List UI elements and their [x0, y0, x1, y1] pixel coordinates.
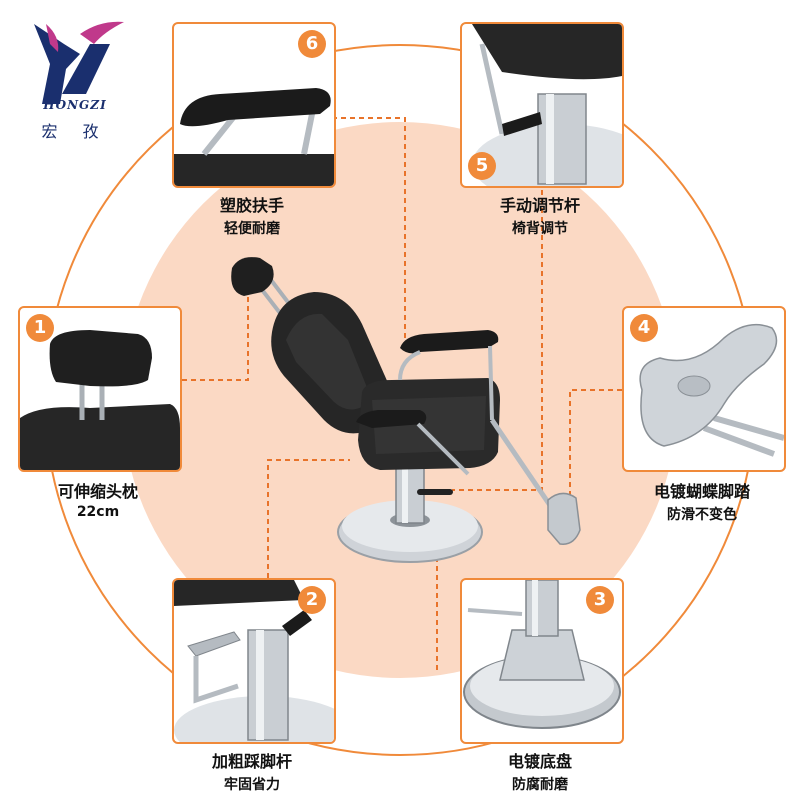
- feature-card-armrest: 6: [172, 22, 336, 188]
- feature-number-badge: 4: [630, 314, 658, 342]
- feature-title: 可伸缩头枕: [57, 482, 138, 501]
- feature-caption-armrest: 塑胶扶手 轻便耐磨: [172, 192, 332, 238]
- headrest-icon: [20, 330, 180, 470]
- brand-logo: [20, 14, 130, 144]
- armrest-icon: [174, 88, 334, 186]
- feature-caption-backrest-lever: 手动调节杆 椅背调节: [460, 192, 620, 238]
- feature-subtitle: 防滑不变色: [667, 507, 737, 523]
- feature-card-chrome-base: 3: [460, 578, 624, 744]
- feature-card-headrest: 1: [18, 306, 182, 472]
- feature-subtitle: 轻便耐磨: [224, 221, 280, 237]
- feature-subtitle: 椅背调节: [512, 221, 568, 237]
- brand-name-cn: 宏 孜: [41, 122, 109, 141]
- feature-title: 电镀蝴蝶脚踏: [653, 482, 750, 501]
- feature-title: 塑胶扶手: [219, 196, 284, 215]
- feature-title: 手动调节杆: [499, 196, 580, 215]
- feature-caption-headrest: 可伸缩头枕 22cm: [18, 478, 178, 520]
- connector-2: [267, 459, 350, 578]
- feature-number-badge: 5: [468, 152, 496, 180]
- brand-logo-icon: [34, 21, 124, 104]
- feature-title: 加粗踩脚杆: [211, 752, 292, 771]
- feature-card-foot-pedal-lever: 2: [172, 578, 336, 744]
- feature-number-badge: 3: [586, 586, 614, 614]
- feature-caption-butterfly-footrest: 电镀蝴蝶脚踏 防滑不变色: [622, 478, 782, 524]
- feature-caption-foot-pedal-lever: 加粗踩脚杆 牢固省力: [172, 748, 332, 794]
- feature-subtitle: 防腐耐磨: [512, 777, 568, 793]
- connector-6: [332, 117, 406, 340]
- feature-number-badge: 6: [298, 30, 326, 58]
- feature-number-badge: 1: [26, 314, 54, 342]
- foot-pedal-lever-icon: [174, 580, 334, 742]
- butterfly-footrest-icon: [639, 323, 784, 457]
- feature-card-backrest-lever: 5: [460, 22, 624, 188]
- connector-1: [182, 290, 249, 381]
- backrest-lever-icon: [472, 24, 622, 186]
- brand-name-en: HONGZI: [43, 98, 107, 112]
- feature-number-badge: 2: [298, 586, 326, 614]
- chrome-base-icon: [463, 580, 621, 729]
- feature-title: 电镀底盘: [507, 752, 572, 771]
- feature-caption-chrome-base: 电镀底盘 防腐耐磨: [460, 748, 620, 794]
- feature-card-butterfly-footrest: 4: [622, 306, 786, 472]
- feature-subtitle: 牢固省力: [224, 777, 280, 793]
- feature-subtitle: 22cm: [76, 504, 120, 520]
